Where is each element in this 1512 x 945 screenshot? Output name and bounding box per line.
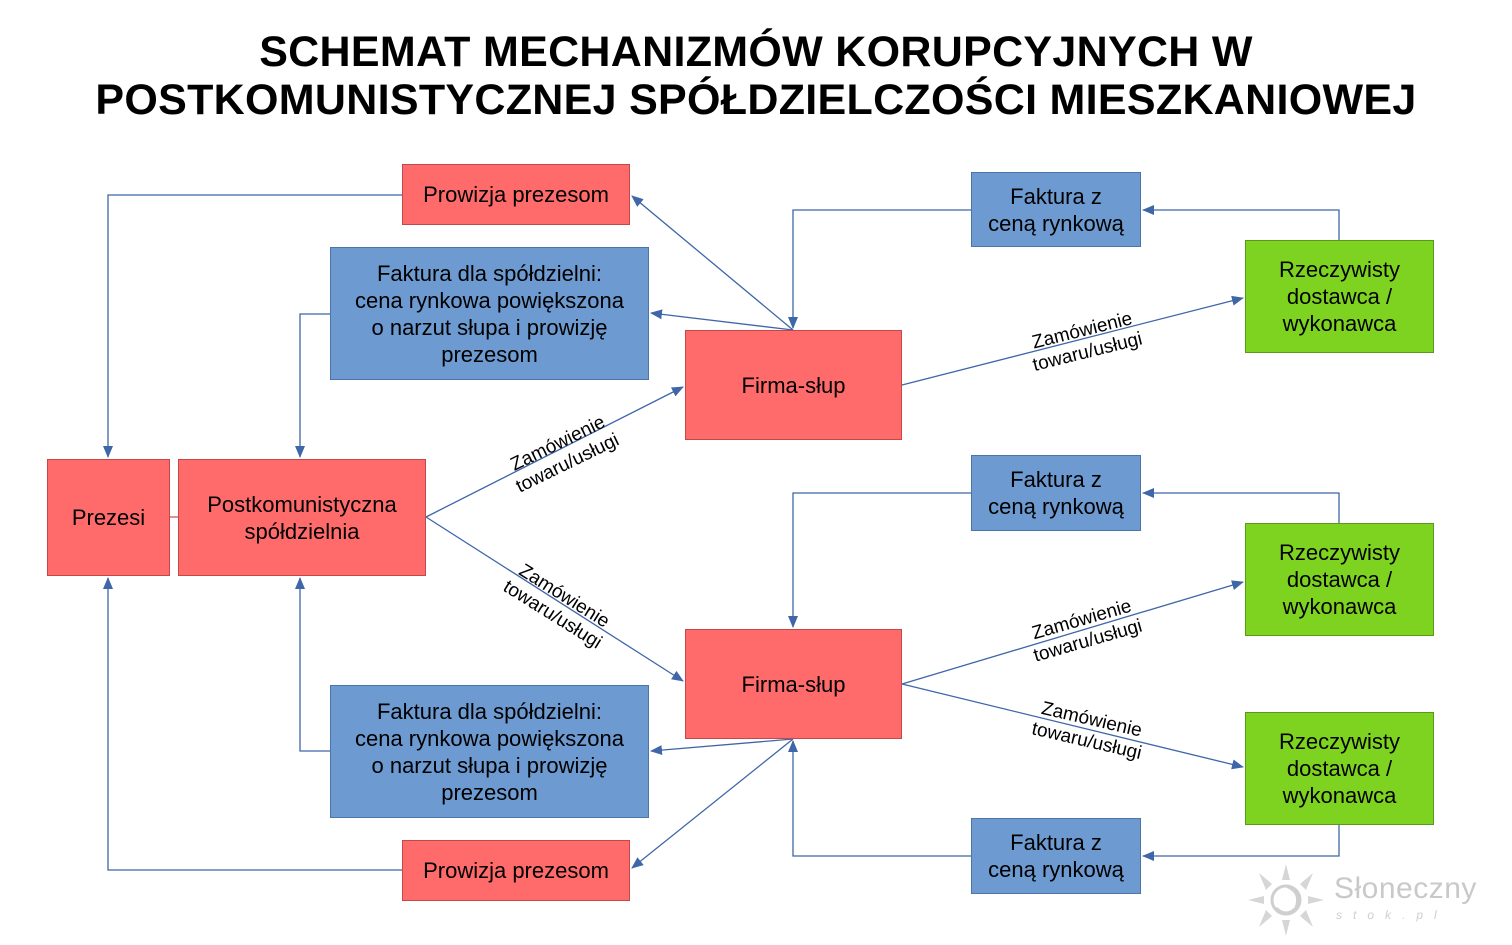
dostawca-1-line-2: dostawca / [1286, 284, 1393, 309]
arrow-firma-to-faktura-spoldzielnia-top [650, 309, 794, 331]
faktura-rynkowa-1-line-1: Faktura z [1010, 183, 1102, 209]
watermark-name: Słoneczny [1334, 872, 1477, 905]
sun-logo-icon [1248, 864, 1324, 936]
node-rzeczywisty-dostawca-1: Rzeczywisty dostawca / wykonawca [1245, 240, 1434, 353]
faktura-spoldzielnia-top-line-1: Faktura dla spółdzielni: [376, 260, 602, 286]
node-prowizja-bottom-label: Prowizja prezesom [423, 858, 609, 883]
node-prowizja-prezesom-top: Prowizja prezesom [402, 164, 630, 225]
node-postkomunistyczna-spoldzielnia: Postkomunistyczna spółdzielnia [178, 459, 426, 576]
node-faktura-dla-spoldzielni-top: Faktura dla spółdzielni: cena rynkowa po… [330, 247, 649, 380]
arrow-faktura-2-to-firma-bottom [788, 492, 972, 628]
node-rzeczywisty-dostawca-2: Rzeczywisty dostawca / wykonawca [1245, 523, 1434, 636]
arrow-dostawca-1-to-faktura-1 [1142, 205, 1340, 240]
node-spoldzielnia-line-1: Postkomunistyczna [207, 491, 397, 517]
arrow-firma-bottom-to-faktura-spoldzielnia-bottom [650, 738, 794, 756]
title-line-2: POSTKOMUNISTYCZNEJ SPÓŁDZIELCZOŚCI MIESZ… [95, 76, 1417, 124]
arrow-spoldzielnia-to-firma-bottom [425, 516, 684, 682]
node-firma-top-label: Firma-słup [741, 372, 846, 398]
arrow-firma-to-prowizja-top [631, 195, 794, 331]
arrow-dostawca-2-to-faktura-2 [1142, 488, 1340, 523]
node-firma-bottom-label: Firma-słup [741, 671, 846, 697]
node-firma-slup-bottom: Firma-słup [685, 629, 902, 739]
node-prowizja-prezesom-bottom: Prowizja prezesom [402, 840, 630, 901]
diagram-title: SCHEMAT MECHANIZMÓW KORUPCYJNYCH W POSTK… [0, 28, 1512, 124]
dostawca-2-line-1: Rzeczywisty [1278, 540, 1400, 565]
node-faktura-rynkowa-3: Faktura z ceną rynkową [971, 818, 1141, 894]
faktura-spoldzielnia-bottom-line-1: Faktura dla spółdzielni: [376, 698, 602, 724]
node-spoldzielnia-line-2: spółdzielnia [244, 518, 360, 544]
faktura-spoldzielnia-top-line-3: o narzut słupa i prowizję [371, 314, 608, 340]
faktura-rynkowa-2-line-2: ceną rynkową [988, 494, 1124, 519]
title-line-1: SCHEMAT MECHANIZMÓW KORUPCYJNYCH W [259, 28, 1253, 76]
arrow-dostawca-3-to-faktura-3 [1142, 825, 1340, 861]
arrow-prowizja-to-prezesi-bottom [103, 577, 402, 871]
faktura-rynkowa-2-line-1: Faktura z [1010, 467, 1102, 492]
arrow-faktura-to-spoldzielnia-bottom [295, 577, 330, 752]
dostawca-1-line-3: wykonawca [1282, 311, 1397, 336]
node-prezesi-label: Prezesi [71, 505, 146, 530]
node-faktura-dla-spoldzielni-bottom: Faktura dla spółdzielni: cena rynkowa po… [330, 685, 649, 818]
arrow-faktura-3-to-firma-bottom [788, 740, 972, 857]
dostawca-3-line-2: dostawca / [1286, 756, 1393, 781]
faktura-spoldzielnia-top-line-2: cena rynkowa powiększona [354, 287, 625, 313]
faktura-spoldzielnia-bottom-line-3: o narzut słupa i prowizję [371, 752, 608, 778]
dostawca-2-line-3: wykonawca [1282, 594, 1397, 619]
dostawca-3-line-1: Rzeczywisty [1278, 729, 1400, 754]
faktura-rynkowa-1-line-2: ceną rynkową [988, 210, 1124, 236]
node-firma-slup-top: Firma-słup [685, 330, 902, 440]
arrow-faktura-to-spoldzielnia-top [295, 313, 330, 458]
dostawca-3-line-3: wykonawca [1282, 783, 1397, 808]
arrow-firma-top-to-dostawca-1 [901, 295, 1244, 386]
arrow-prowizja-to-prezesi-top [103, 194, 402, 458]
arrow-firma-bottom-to-dostawca-3 [901, 683, 1244, 770]
arrow-spoldzielnia-to-firma-top [425, 386, 684, 518]
dostawca-2-line-2: dostawca / [1286, 567, 1393, 592]
arrow-faktura-1-to-firma-top [788, 209, 972, 329]
node-faktura-rynkowa-2: Faktura z ceną rynkową [971, 455, 1141, 531]
faktura-spoldzielnia-bottom-line-2: cena rynkowa powiększona [354, 725, 625, 751]
node-rzeczywisty-dostawca-3: Rzeczywisty dostawca / wykonawca [1245, 712, 1434, 825]
arrow-firma-bottom-to-dostawca-2 [901, 580, 1244, 685]
dostawca-1-line-1: Rzeczywisty [1278, 257, 1400, 282]
faktura-rynkowa-3-line-2: ceną rynkową [988, 857, 1124, 882]
node-prezesi: Prezesi [47, 459, 170, 576]
watermark-sub: stok.pl [1336, 908, 1448, 922]
arrow-firma-bottom-to-prowizja-bottom [631, 738, 794, 869]
faktura-rynkowa-3-line-1: Faktura z [1010, 830, 1102, 855]
node-prowizja-top-label: Prowizja prezesom [423, 182, 609, 207]
faktura-spoldzielnia-bottom-line-4: prezesom [441, 779, 538, 805]
faktura-spoldzielnia-top-line-4: prezesom [441, 341, 538, 367]
node-faktura-rynkowa-1: Faktura z ceną rynkową [971, 172, 1141, 247]
